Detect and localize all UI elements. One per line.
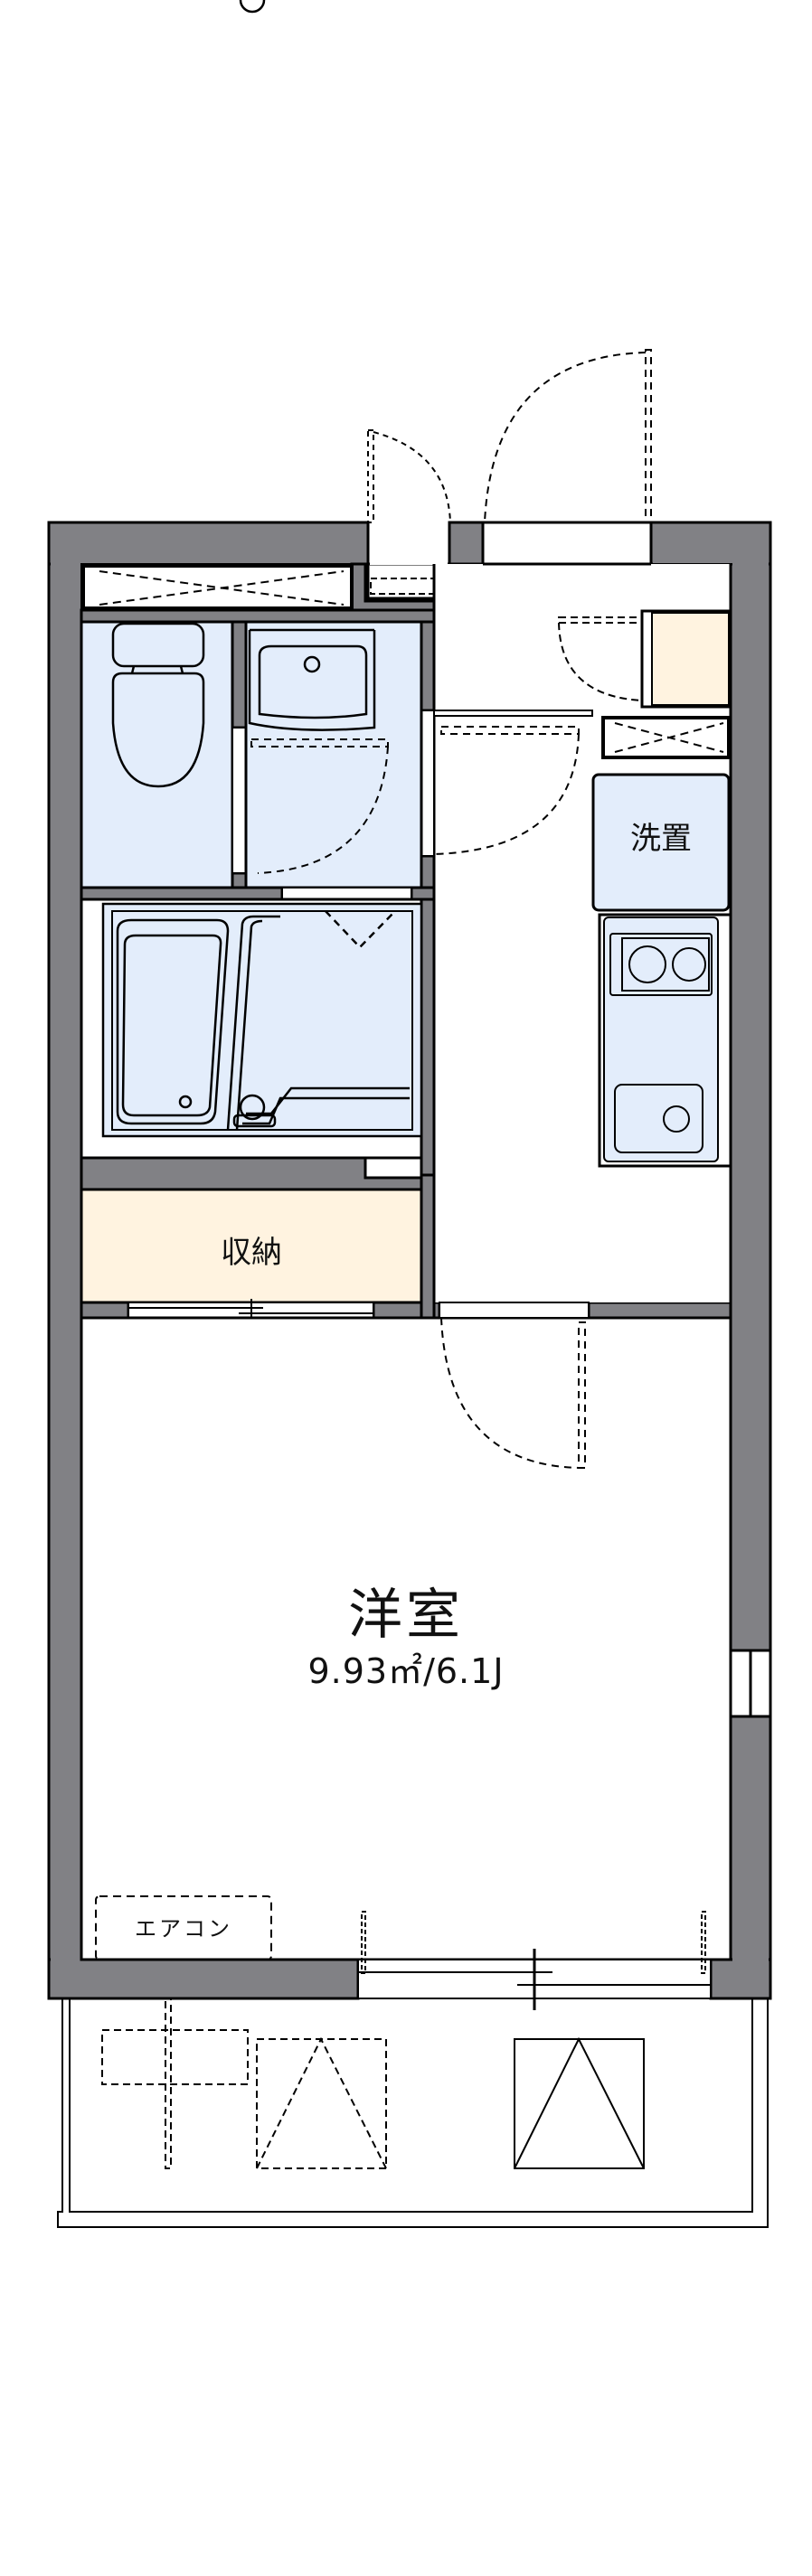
meter-box-door bbox=[367, 429, 451, 523]
bathtub-icon bbox=[116, 918, 230, 1125]
air-conditioner-outline bbox=[95, 1895, 272, 1960]
toilet-door bbox=[231, 727, 247, 874]
balcony-fixture-dashed bbox=[256, 2036, 387, 2169]
kitchen-counter bbox=[598, 913, 732, 1168]
shower-area-icon bbox=[226, 0, 410, 1131]
washroom bbox=[244, 620, 423, 889]
storage-sliding-door bbox=[127, 1299, 374, 1322]
room-area-label: 9.93㎡/6.1J bbox=[307, 1651, 505, 1691]
balcony-fixture-solid bbox=[514, 2036, 645, 2169]
room-name-label: 洋室 bbox=[348, 1584, 464, 1647]
stove-icon bbox=[609, 933, 713, 996]
toilet-door-swing bbox=[250, 738, 389, 874]
sink-icon bbox=[614, 1084, 703, 1153]
toilet-room bbox=[80, 620, 234, 889]
entrance-door bbox=[481, 349, 653, 566]
washroom-door bbox=[420, 710, 593, 857]
bathroom bbox=[80, 0, 423, 1160]
washer-space-label: 洗置 bbox=[630, 821, 692, 857]
top-closet bbox=[81, 564, 354, 610]
shoe-cabinet bbox=[558, 609, 732, 709]
interior-walls bbox=[80, 562, 732, 1320]
washer-space bbox=[591, 773, 731, 912]
storage-label: 収納 bbox=[221, 1235, 282, 1271]
bath-door bbox=[281, 887, 412, 900]
room-door bbox=[439, 1302, 590, 1469]
pipe-space bbox=[601, 716, 731, 759]
side-window bbox=[729, 1649, 772, 1718]
air-conditioner-label: エアコン bbox=[135, 1916, 232, 1941]
toilet-icon bbox=[111, 622, 205, 788]
western-room bbox=[80, 1316, 732, 1961]
balcony-sliding-window bbox=[357, 1911, 712, 2010]
wash-basin-icon bbox=[248, 628, 376, 731]
outdoor-unit bbox=[101, 1998, 249, 2169]
balcony bbox=[57, 1998, 769, 2228]
